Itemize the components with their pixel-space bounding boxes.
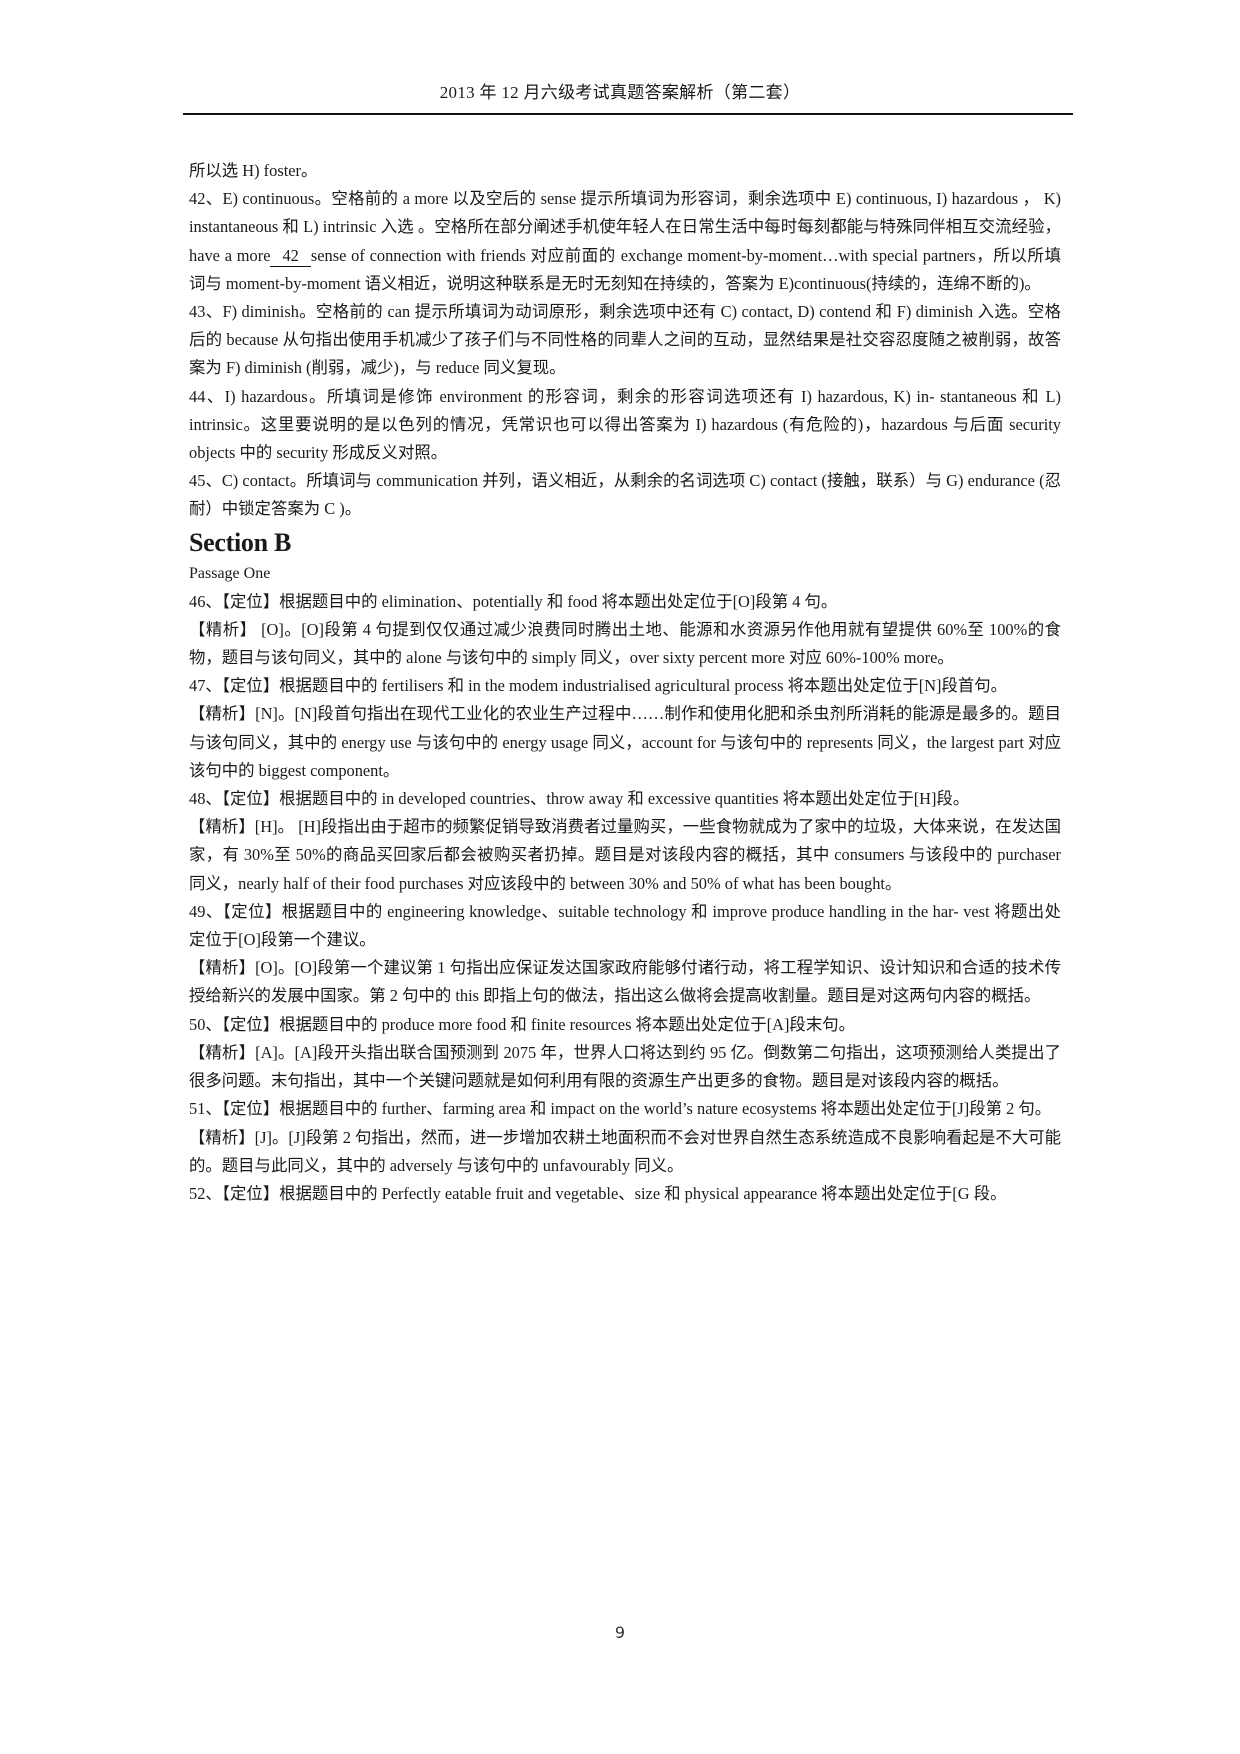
- answer-49-analysis: 【精析】[O]。[O]段第一个建议第 1 句指出应保证发达国家政府能够付诸行动，…: [189, 958, 1061, 1006]
- answer-51-locate: 51、【定位】根据题目中的 further、farming area 和 imp…: [189, 1099, 1052, 1119]
- answer-42-text-a: 42、E) continuous。空格前的 a more 以及空后的 sense…: [189, 189, 1061, 265]
- answer-47-analysis: 【精析】[N]。[N]段首句指出在现代工业化的农业生产过程中……制作和使用化肥和…: [189, 704, 1061, 780]
- answer-42-blank: 42: [270, 246, 311, 267]
- answer-50-analysis: 【精析】[A]。[A]段开头指出联合国预测到 2075 年，世界人口将达到约 9…: [189, 1042, 1061, 1091]
- answer-46-analysis: 【精析】 [O]。[O]段第 4 句提到仅仅通过减少浪费同时腾出土地、能源和水资…: [189, 619, 1061, 668]
- answer-48-locate: 48、【定位】根据题目中的 in developed countries、thr…: [189, 789, 970, 809]
- answer-51-analysis: 【精析】[J]。[J]段第 2 句指出，然而，进一步增加农耕土地面积而不会对世界…: [189, 1127, 1061, 1175]
- answer-43: 43、F) diminish。空格前的 can 提示所填词为动词原形，剩余选项中…: [189, 302, 1061, 378]
- answer-47-locate: 47、【定位】根据题目中的 fertilisers 和 in the modem…: [189, 676, 1008, 696]
- section-b-heading: Section B: [189, 527, 292, 557]
- answer-48-analysis: 【精析】[H]。 [H]段指出由于超市的频繁促销导致消费者过量购买，一些食物就成…: [189, 817, 1061, 893]
- answer-45: 45、C) contact。所填词与 communication 并列，语义相近…: [189, 471, 1061, 519]
- answer-41-tail: 所以选 H) foster。: [189, 161, 318, 180]
- answer-49-locate: 49、【定位】根据题目中的 engineering knowledge、suit…: [189, 901, 1061, 950]
- answer-46-locate: 46、【定位】根据题目中的 elimination、potentially 和 …: [189, 591, 838, 611]
- answer-42: 42、E) continuous。空格前的 a more 以及空后的 sense…: [189, 185, 1061, 298]
- answer-50-locate: 50、【定位】根据题目中的 produce more food 和 finite…: [189, 1014, 855, 1034]
- answer-44: 44、I) hazardous。所填词是修饰 environment 的形容词，…: [189, 386, 1061, 463]
- page-header-title: 2013 年 12 月六级考试真题答案解析（第二套）: [439, 83, 801, 102]
- passage-label: Passage One: [189, 564, 271, 582]
- page-number: 9: [614, 1623, 626, 1642]
- answer-42-text-b: sense of connection with friends 对应前面的 e…: [189, 245, 1061, 293]
- document-body: 所以选 H) foster。 42、E) continuous。空格前的 a m…: [189, 157, 1061, 1208]
- answer-52-locate: 52、【定位】根据题目中的 Perfectly eatable fruit an…: [189, 1183, 1007, 1203]
- header-divider: [183, 113, 1073, 115]
